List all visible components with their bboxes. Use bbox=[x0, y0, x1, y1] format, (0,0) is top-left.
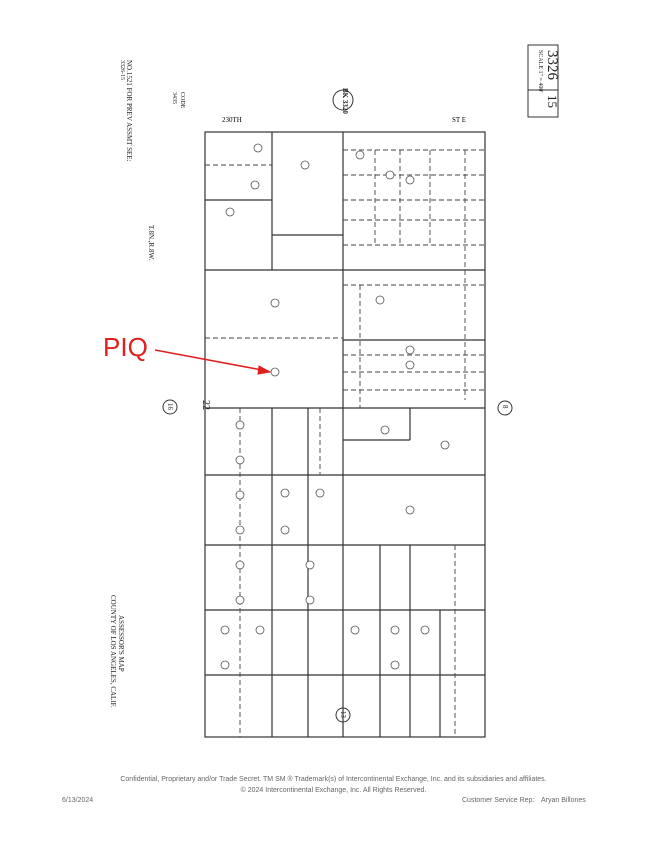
section-13: 13 bbox=[339, 711, 347, 718]
piq-arrow bbox=[154, 349, 272, 375]
map-title: ASSESSOR'S MAP bbox=[117, 615, 125, 672]
section-8: 8 bbox=[501, 405, 509, 409]
print-date: 6/13/2024 bbox=[62, 797, 94, 804]
rep-name: Aryan Billones bbox=[541, 797, 586, 804]
section-16-circle bbox=[162, 399, 178, 415]
section-13-circle bbox=[335, 707, 351, 723]
street-st-e: ST E bbox=[452, 116, 467, 124]
prev-assessment-note: NO.1521 FOR PREV ASSMT SEE: bbox=[125, 60, 133, 162]
street-230th: 230TH bbox=[222, 116, 242, 124]
book-reference: BK 3320 bbox=[341, 88, 349, 114]
map-boundary bbox=[204, 131, 486, 738]
section-16: 16 bbox=[166, 403, 174, 410]
confidential-notice: Confidential, Proprietary and/or Trade S… bbox=[120, 776, 547, 783]
book-ref-circle bbox=[332, 89, 354, 111]
section-line-22: 22 bbox=[200, 400, 211, 410]
township-range: T.8N.,R.8W. bbox=[147, 225, 155, 261]
piq-label: PIQ bbox=[103, 332, 148, 362]
section-8-circle bbox=[497, 400, 513, 416]
page-number: 15 bbox=[545, 95, 560, 108]
rep-label: Customer Service Rep: bbox=[462, 797, 535, 804]
scale-label: SCALE 1" = 400' bbox=[537, 50, 543, 93]
book-number: 3326 bbox=[544, 50, 560, 80]
code-label: CODE bbox=[179, 92, 185, 109]
prev-assessment-ref: 3326-15 bbox=[119, 60, 125, 80]
copyright: © 2024 Intercontinental Exchange, Inc. A… bbox=[240, 787, 427, 794]
code-value: 3435 bbox=[171, 92, 177, 104]
map-county: COUNTY OF LOS ANGELES, CALIF. bbox=[109, 595, 117, 708]
